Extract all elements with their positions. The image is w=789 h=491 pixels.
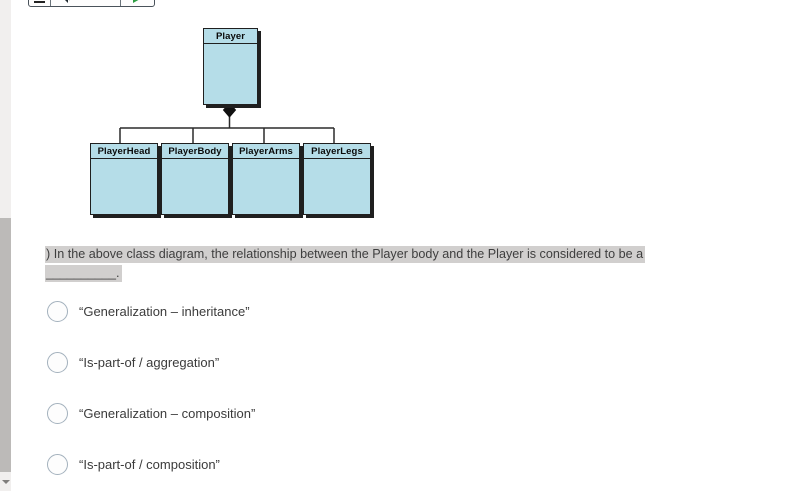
answer-option-row[interactable]: “Is-part-of / aggregation” — [47, 352, 219, 373]
listen-toolbar: Listen — [28, 0, 155, 7]
answer-option-row[interactable]: “Generalization – composition” — [47, 403, 255, 424]
listen-button-label: Listen — [76, 0, 108, 3]
scrollbar-thumb[interactable] — [0, 218, 11, 472]
question-text: ) In the above class diagram, the relati… — [45, 245, 646, 283]
question-line1: ) In the above class diagram, the relati… — [45, 246, 646, 263]
radio-button[interactable] — [47, 403, 68, 424]
left-scrollbar[interactable] — [0, 0, 11, 491]
tts-play-button[interactable] — [121, 0, 154, 6]
option-label: “Generalization – inheritance” — [79, 304, 250, 319]
radio-button[interactable] — [47, 301, 68, 322]
class-name-label: Player — [204, 29, 257, 44]
answer-option-row[interactable]: “Generalization – inheritance” — [47, 301, 250, 322]
class-box-playerarms: PlayerArms — [232, 143, 300, 215]
option-label: “Generalization – composition” — [79, 406, 256, 421]
uml-class-diagram: Player PlayerHead PlayerBody PlayerArms … — [0, 0, 420, 235]
option-label: “Is-part-of / aggregation” — [79, 355, 220, 370]
radio-button[interactable] — [47, 352, 68, 373]
class-box-playerlegs: PlayerLegs — [303, 143, 371, 215]
play-icon — [133, 0, 142, 3]
class-box-playerhead: PlayerHead — [90, 143, 158, 215]
composition-diamond-icon — [222, 102, 237, 118]
radio-button[interactable] — [47, 454, 68, 475]
speaker-icon — [62, 0, 71, 3]
class-name-label: PlayerArms — [233, 144, 299, 159]
question-blank: __________. — [45, 265, 122, 282]
class-name-label: PlayerHead — [91, 144, 157, 159]
class-name-label: PlayerBody — [162, 144, 228, 159]
class-name-label: PlayerLegs — [304, 144, 370, 159]
class-box-playerbody: PlayerBody — [161, 143, 229, 215]
hamburger-icon — [34, 0, 45, 3]
tts-menu-button[interactable] — [29, 0, 50, 6]
option-label: “Is-part-of / composition” — [79, 457, 220, 472]
listen-button[interactable]: Listen — [50, 0, 121, 6]
class-box-player: Player — [203, 28, 258, 105]
chevron-down-icon — [1, 479, 10, 484]
answer-option-row[interactable]: “Is-part-of / composition” — [47, 454, 220, 475]
scrollbar-down-button[interactable] — [0, 472, 11, 491]
